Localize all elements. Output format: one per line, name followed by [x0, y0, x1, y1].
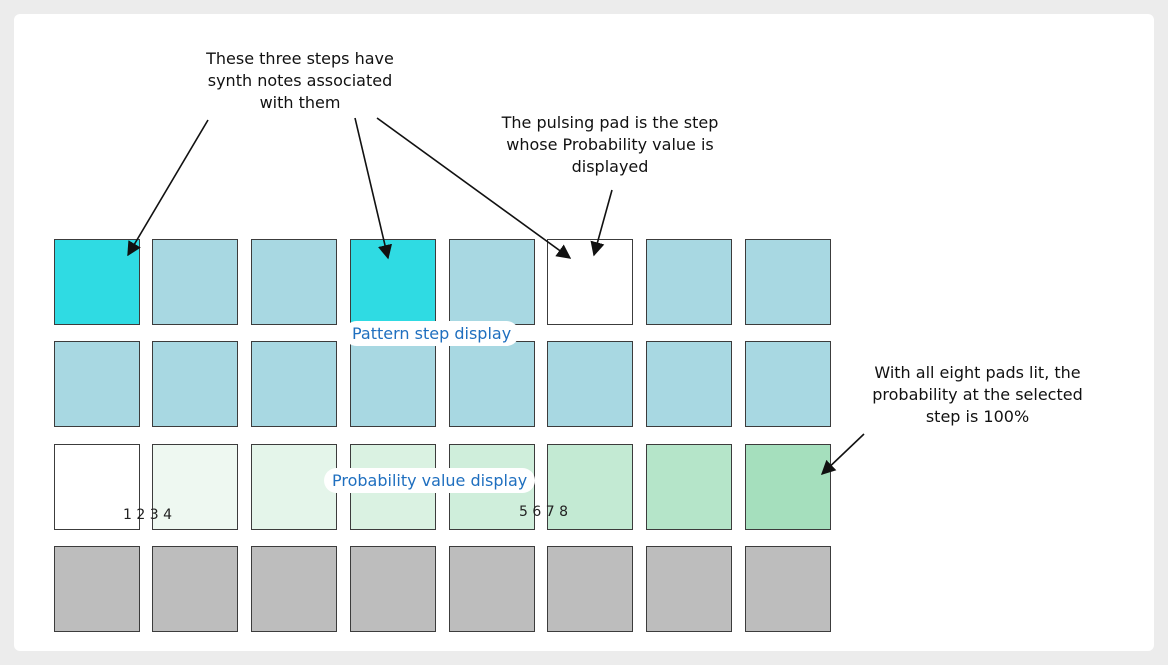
pad-probability-row-1[interactable]: [54, 444, 140, 530]
synth-notes-text: These three steps have synth notes assoc…: [206, 49, 394, 112]
arrow-from-pulsing-note: [590, 189, 613, 257]
pad-pattern-row-2-3[interactable]: [251, 341, 337, 427]
all-eight-text: With all eight pads lit, the probability…: [872, 363, 1083, 426]
pad-pattern-row-1-4[interactable]: [350, 239, 436, 325]
pad-bottom-row-5[interactable]: [449, 546, 535, 632]
synth-notes-annotation: These three steps have synth notes assoc…: [170, 48, 430, 114]
pad-bottom-row-1[interactable]: [54, 546, 140, 632]
pad-pattern-row-1-1[interactable]: [54, 239, 140, 325]
pulsing-pad-text: The pulsing pad is the step whose Probab…: [501, 113, 719, 176]
diagram-frame: [14, 14, 1154, 651]
pad-pattern-row-1-5[interactable]: [449, 239, 535, 325]
arrow-to-step-6: [376, 117, 572, 259]
pad-pattern-row-2-1[interactable]: [54, 341, 140, 427]
pad-pattern-row-2-6[interactable]: [547, 341, 633, 427]
pulsing-pad-annotation: The pulsing pad is the step whose Probab…: [470, 112, 750, 178]
probability-numbers-5-8: 5 6 7 8: [519, 504, 568, 520]
pad-probability-row-6[interactable]: [547, 444, 633, 530]
pad-bottom-row-4[interactable]: [350, 546, 436, 632]
arrow-to-step-8-probability: [820, 433, 865, 475]
pad-bottom-row-7[interactable]: [646, 546, 732, 632]
pad-probability-row-3[interactable]: [251, 444, 337, 530]
pad-pattern-row-2-8[interactable]: [745, 341, 831, 427]
pad-pattern-row-2-4[interactable]: [350, 341, 436, 427]
pad-probability-row-8[interactable]: [745, 444, 831, 530]
probability-numbers-1-4: 1 2 3 4: [123, 507, 172, 523]
pad-bottom-row-3[interactable]: [251, 546, 337, 632]
all-eight-annotation: With all eight pads lit, the probability…: [845, 362, 1110, 428]
pad-probability-row-2[interactable]: [152, 444, 238, 530]
pad-bottom-row-8[interactable]: [745, 546, 831, 632]
arrow-to-step-4: [354, 117, 393, 260]
arrow-to-step-1: [127, 119, 209, 257]
pad-pattern-row-1-8[interactable]: [745, 239, 831, 325]
probability-value-display-label: Probability value display: [324, 468, 536, 493]
pad-pattern-row-2-7[interactable]: [646, 341, 732, 427]
pattern-step-display-label: Pattern step display: [344, 321, 520, 346]
pad-bottom-row-2[interactable]: [152, 546, 238, 632]
pad-pattern-row-1-7[interactable]: [646, 239, 732, 325]
pad-pattern-row-1-2[interactable]: [152, 239, 238, 325]
pad-pattern-row-2-2[interactable]: [152, 341, 238, 427]
pad-bottom-row-6[interactable]: [547, 546, 633, 632]
pad-pattern-row-1-3[interactable]: [251, 239, 337, 325]
pad-probability-row-7[interactable]: [646, 444, 732, 530]
